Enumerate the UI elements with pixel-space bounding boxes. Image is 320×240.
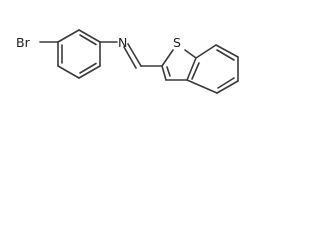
sulfur-label: S	[173, 35, 181, 50]
bond-n-ch	[127, 43, 142, 67]
bond-n-ch-inner	[123, 46, 137, 69]
bond-c4-c5	[78, 65, 101, 79]
bond-c4-c5-inner	[79, 62, 97, 74]
nitrogen-label: N	[118, 35, 127, 50]
bond-c2-c3	[78, 29, 101, 43]
bond-c7-c6-inner	[216, 49, 235, 61]
bromine-label: Br	[16, 35, 31, 50]
bromophenyl-ring	[57, 29, 101, 79]
bond-c2-s	[161, 49, 174, 67]
bond-c4-c3a	[186, 79, 218, 94]
bond-c7a-c3a	[186, 57, 197, 81]
bond-s-c7a	[184, 49, 197, 59]
bond-c1-c2	[57, 29, 80, 43]
bond-c7a-c7	[195, 44, 217, 59]
bond-c5-c6	[57, 65, 80, 79]
chemical-structure: Br N S	[16, 29, 239, 94]
bond-c3-c2-inner	[166, 66, 171, 77]
bond-c5-c4-inner	[217, 77, 235, 89]
thiophene-ring	[161, 49, 197, 81]
fused-benzene-ring	[186, 44, 239, 94]
bond-c7a-c3a-inner	[191, 62, 200, 80]
bond-c3-c2	[161, 65, 167, 81]
bond-c7-c6	[215, 44, 239, 58]
bond-c5-c4	[216, 80, 239, 94]
bond-c2-c3-inner	[79, 34, 97, 46]
